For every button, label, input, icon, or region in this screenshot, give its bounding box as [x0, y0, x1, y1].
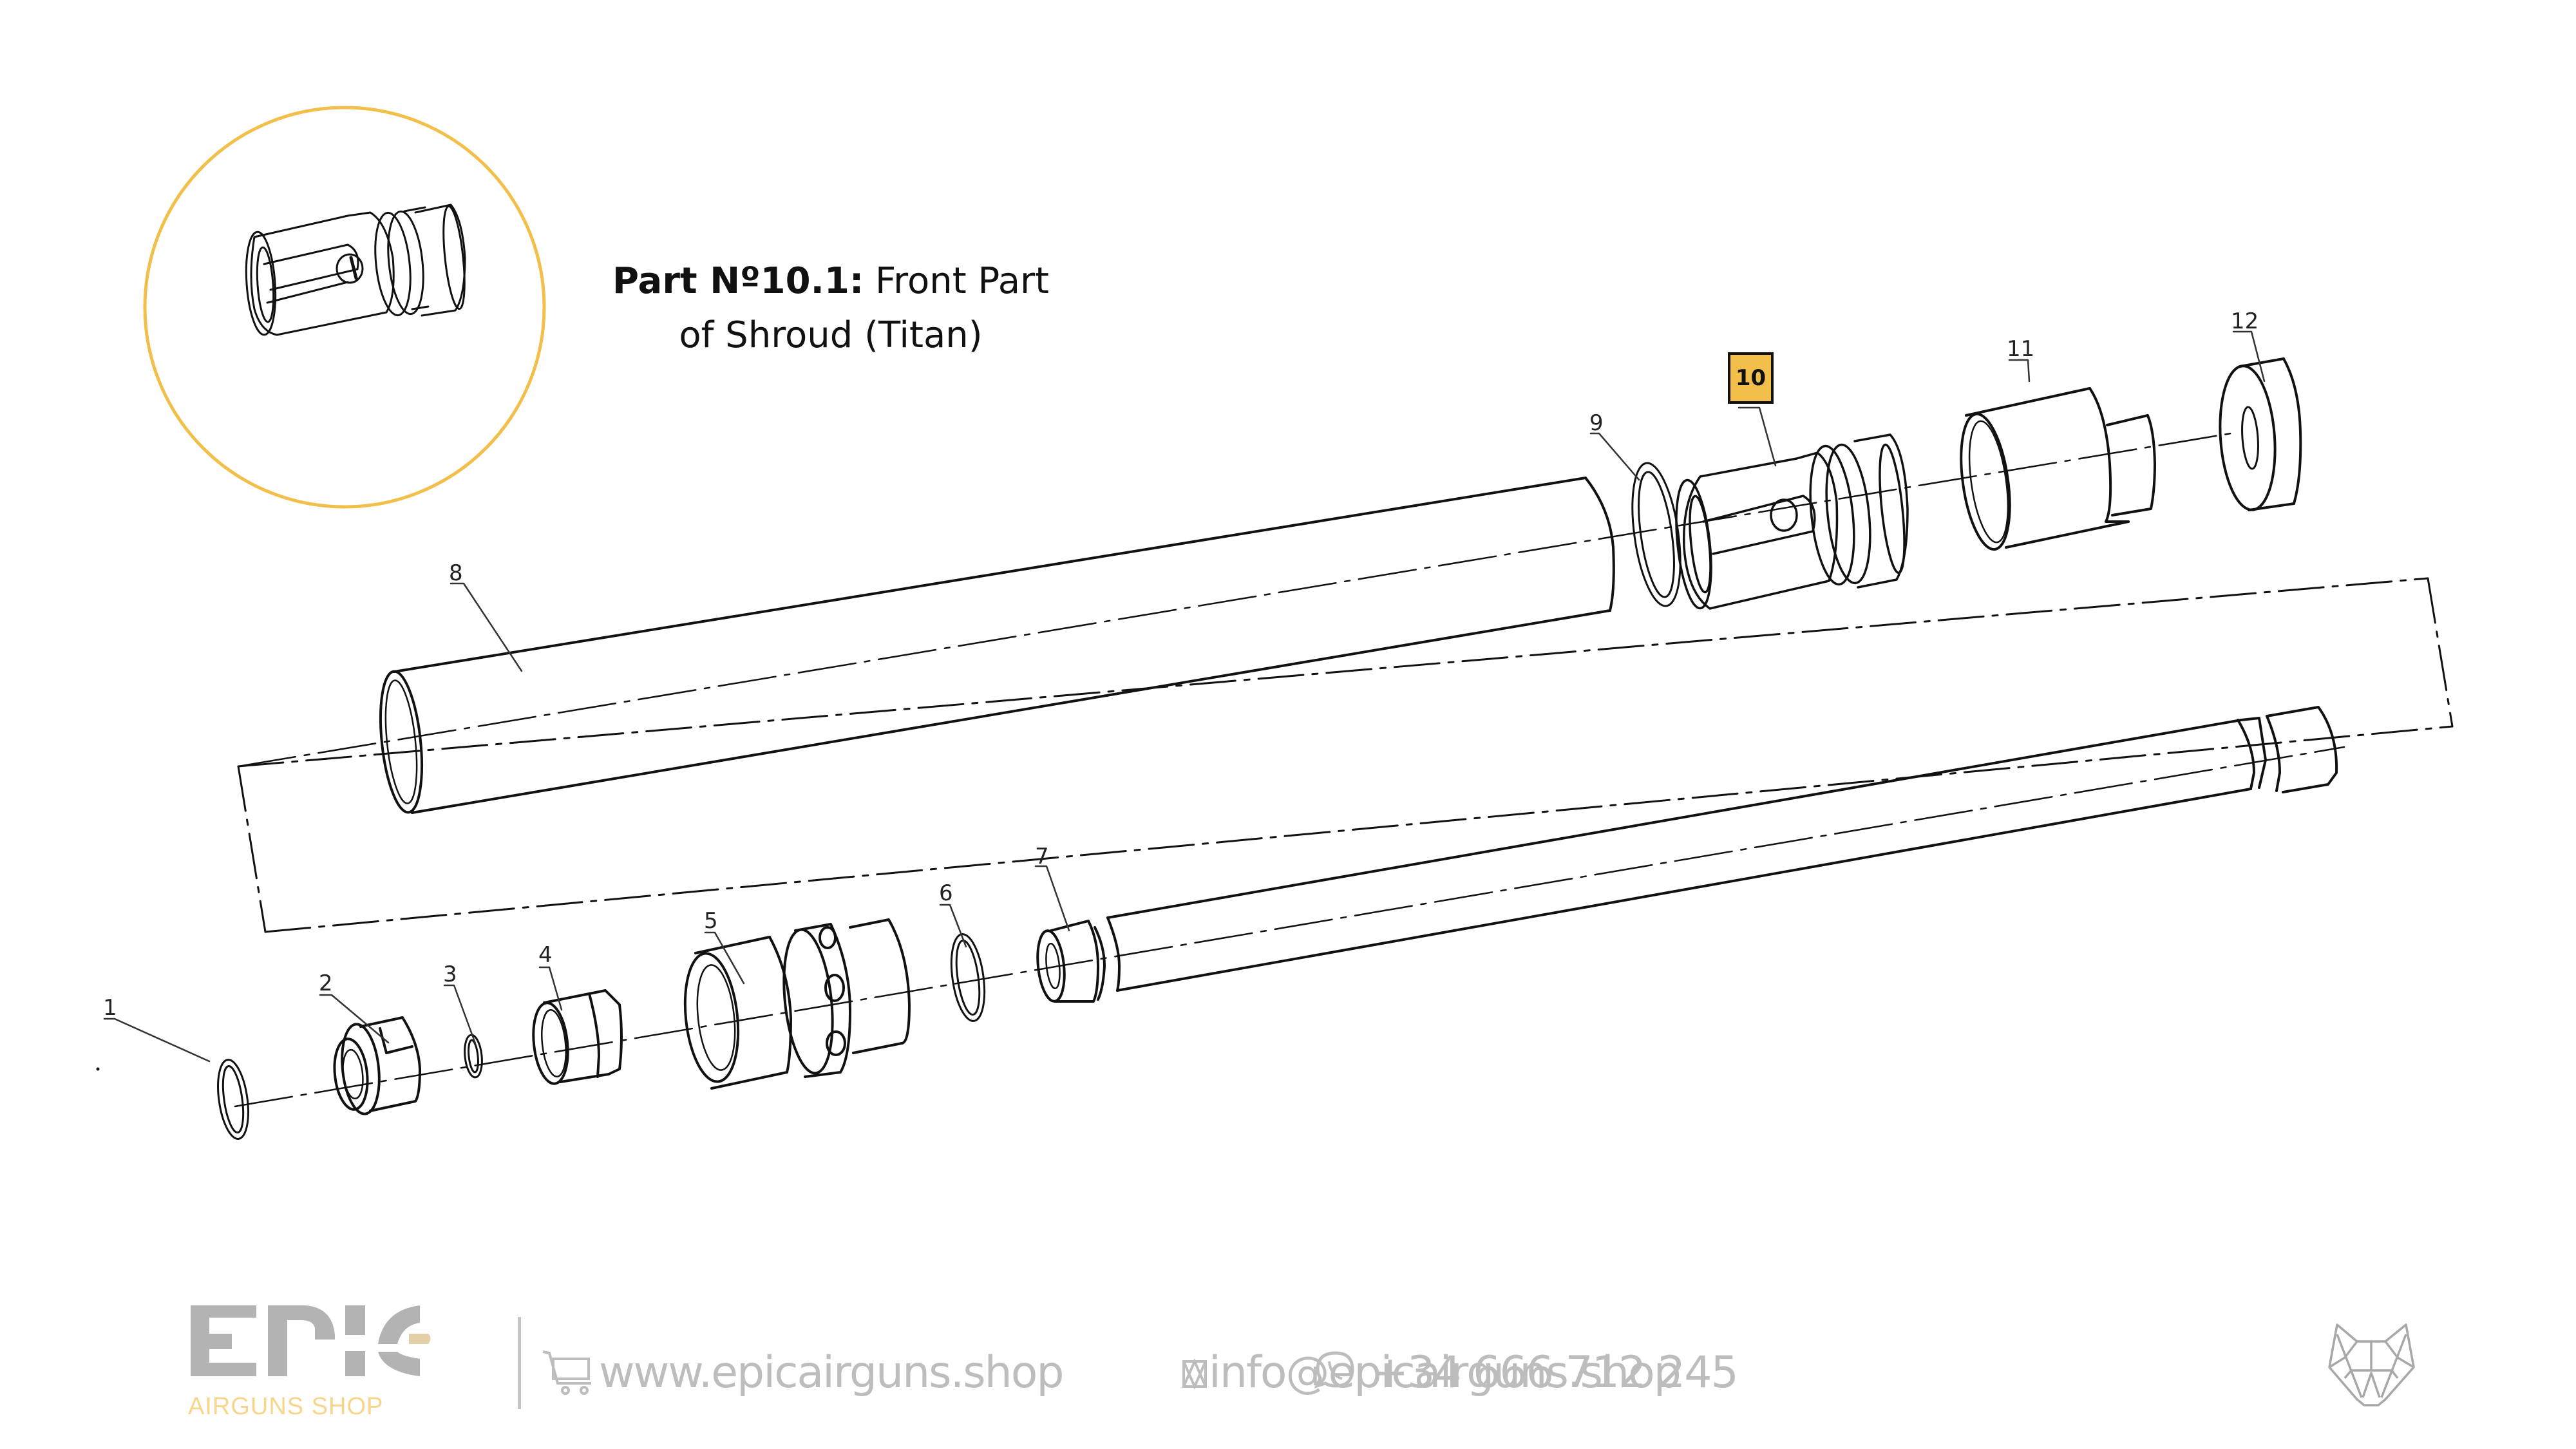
part-4-bushing — [532, 989, 623, 1085]
logo-subtitle: AIRGUNS SHOP — [188, 1393, 384, 1420]
detail-callout-circle — [143, 106, 546, 509]
detail-title-line-1: Part Nº10.1: Front Part — [580, 254, 1082, 308]
wolf-head-icon — [2328, 1323, 2415, 1406]
phone-link[interactable]: +34 666 712 245 — [1372, 1347, 1739, 1398]
assembly-boundary-box — [237, 577, 2454, 933]
part-label-5: 5 — [704, 908, 718, 934]
part-8-outer-tube — [379, 477, 1615, 814]
part-2-end-cap — [333, 1016, 421, 1115]
part-label-4: 4 — [538, 942, 553, 968]
part-label-7: 7 — [1035, 844, 1049, 869]
cart-icon — [542, 1350, 591, 1395]
epic-logo-mark — [191, 1305, 420, 1376]
part-label-12: 12 — [2231, 308, 2259, 334]
part-label-2: 2 — [319, 971, 333, 996]
part-3-small-o-ring — [464, 1034, 483, 1079]
detail-title-description: Front Part — [864, 260, 1050, 302]
part-5-coupler — [683, 918, 911, 1090]
detail-title-line-2: of Shroud (Titan) — [679, 314, 983, 356]
part-10-front-shroud — [1675, 433, 1909, 610]
envelope-icon — [1182, 1358, 1207, 1390]
part-label-8: 8 — [449, 560, 463, 586]
part-7-barrel — [1036, 706, 2338, 1003]
website-link[interactable]: www.epicairguns.shop — [599, 1347, 1065, 1398]
detail-title-part-number: Part Nº10.1: — [612, 260, 864, 302]
part-label-3: 3 — [443, 961, 457, 987]
part-label-6: 6 — [939, 880, 953, 906]
callout-leader-lines — [103, 330, 2266, 1063]
part-9-o-ring — [1631, 462, 1681, 607]
part-label-1: 1 — [103, 995, 117, 1021]
assembly-center-axis — [234, 431, 2345, 1108]
part-label-11: 11 — [2007, 336, 2035, 362]
part-1-o-ring — [217, 1059, 249, 1140]
detail-part-10-1-drawing — [245, 204, 466, 336]
part-6-o-ring — [950, 933, 986, 1022]
detail-callout-title: Part Nº10.1: Front Part of Shroud (Titan… — [580, 254, 1082, 363]
part-label-9: 9 — [1589, 410, 1604, 436]
part-12-washer — [2219, 357, 2302, 511]
whatsapp-icon — [1314, 1351, 1354, 1388]
highlighted-part-badge: 10 — [1728, 352, 1774, 404]
footer-divider — [518, 1317, 521, 1409]
part-11-cylinder — [1960, 387, 2156, 551]
email-link[interactable]: info@epicairguns.shop — [1209, 1347, 1681, 1398]
epic-logo-accent — [409, 1334, 431, 1344]
